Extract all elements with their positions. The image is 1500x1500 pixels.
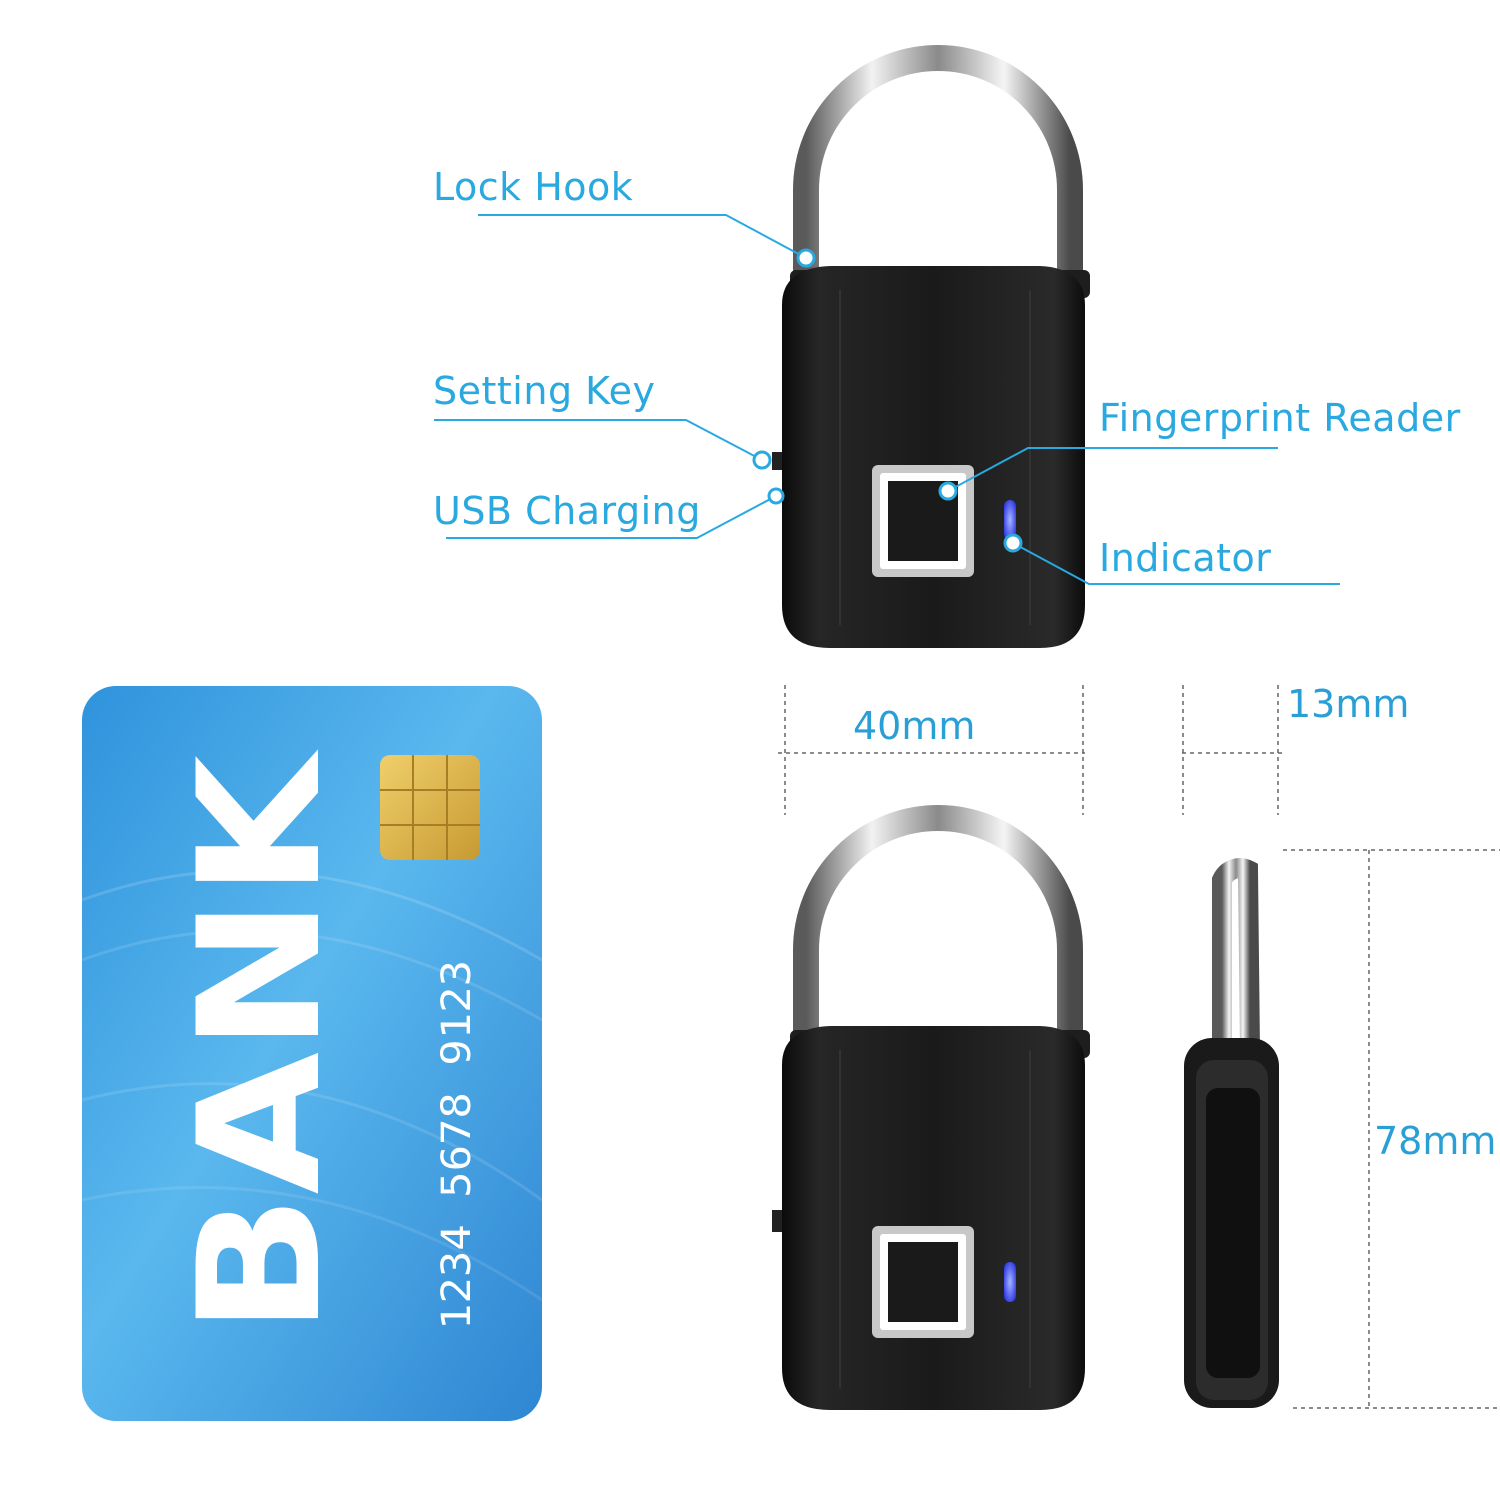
card-number: 1234 5678 9123 <box>434 960 480 1330</box>
fingerprint-sensor-icon <box>872 1226 974 1338</box>
padlock-front-top <box>772 45 1090 648</box>
callout-lock-hook: Lock Hook <box>433 165 634 209</box>
dimension-lines <box>778 685 1500 1409</box>
callout-lines <box>434 214 1340 585</box>
lock-body <box>782 266 1085 648</box>
callout-usb-charging: USB Charging <box>433 489 701 533</box>
callout-setting-key: Setting Key <box>433 369 656 413</box>
padlock-front-bottom <box>772 805 1090 1410</box>
card-brand: BANK <box>162 749 358 1335</box>
dimension-width: 40mm <box>853 704 976 748</box>
dimension-height: 78mm <box>1374 1119 1497 1163</box>
callout-indicator: Indicator <box>1099 536 1272 580</box>
card-chip-icon <box>380 755 480 860</box>
indicator-led <box>1004 500 1016 540</box>
fingerprint-sensor-icon <box>872 465 974 577</box>
callout-fingerprint-reader: Fingerprint Reader <box>1099 396 1461 440</box>
bank-card: BANK 1234 5678 9123 <box>81 686 543 1421</box>
dimension-depth: 13mm <box>1287 682 1410 726</box>
lock-shackle <box>793 45 1083 290</box>
padlock-side <box>1184 858 1279 1408</box>
